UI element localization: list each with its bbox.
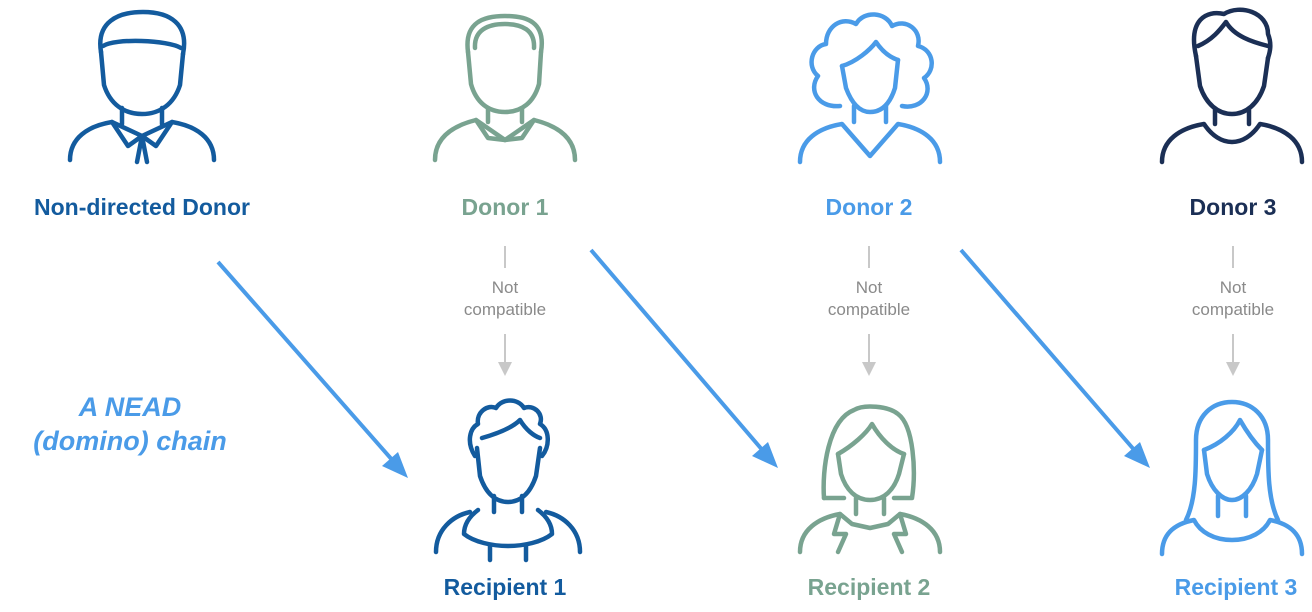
not-compatible-line2: compatible — [463, 300, 547, 319]
donor-label-1: Donor 1 — [461, 194, 549, 220]
not-compatible-line1: Not — [855, 278, 883, 297]
incompatibility-connector-1 — [498, 246, 512, 376]
incompatibility-connector-2 — [862, 246, 876, 376]
donation-arrow-2 — [589, 248, 778, 468]
recipient-label-2: Recipient 2 — [807, 574, 931, 600]
not-compatible-label-2: Not compatible — [828, 277, 910, 321]
donor-label-non-directed: Non-directed Donor — [34, 194, 250, 220]
donation-arrow-3 — [959, 248, 1150, 468]
not-compatible-line2: compatible — [827, 300, 911, 319]
donor-label-3: Donor 3 — [1189, 194, 1277, 220]
man-tie-icon — [67, 9, 217, 165]
not-compatible-label-3: Not compatible — [1192, 277, 1274, 321]
woman-bob-icon — [797, 404, 943, 555]
man-collar-icon — [432, 13, 578, 163]
not-compatible-line2: compatible — [1191, 300, 1275, 319]
chain-caption-line1: A NEAD — [78, 392, 182, 422]
donor-label-2: Donor 2 — [825, 194, 913, 220]
incompatibility-connector-3 — [1226, 246, 1240, 376]
man-tshirt-icon — [1159, 7, 1305, 165]
recipient-label-1: Recipient 1 — [443, 574, 567, 600]
woman-long-hair-icon — [1159, 399, 1305, 557]
not-compatible-label-1: Not compatible — [464, 277, 546, 321]
not-compatible-line1: Not — [491, 278, 519, 297]
woman-curly-icon — [797, 12, 943, 165]
recipient-label-3: Recipient 3 — [1174, 574, 1298, 600]
not-compatible-line1: Not — [1219, 278, 1247, 297]
donation-arrow-1 — [216, 260, 408, 478]
chain-caption-line2: (domino) chain — [33, 426, 227, 456]
chain-caption: A NEAD (domino) chain — [33, 390, 226, 458]
boy-curly-hoodie-icon — [433, 398, 583, 563]
